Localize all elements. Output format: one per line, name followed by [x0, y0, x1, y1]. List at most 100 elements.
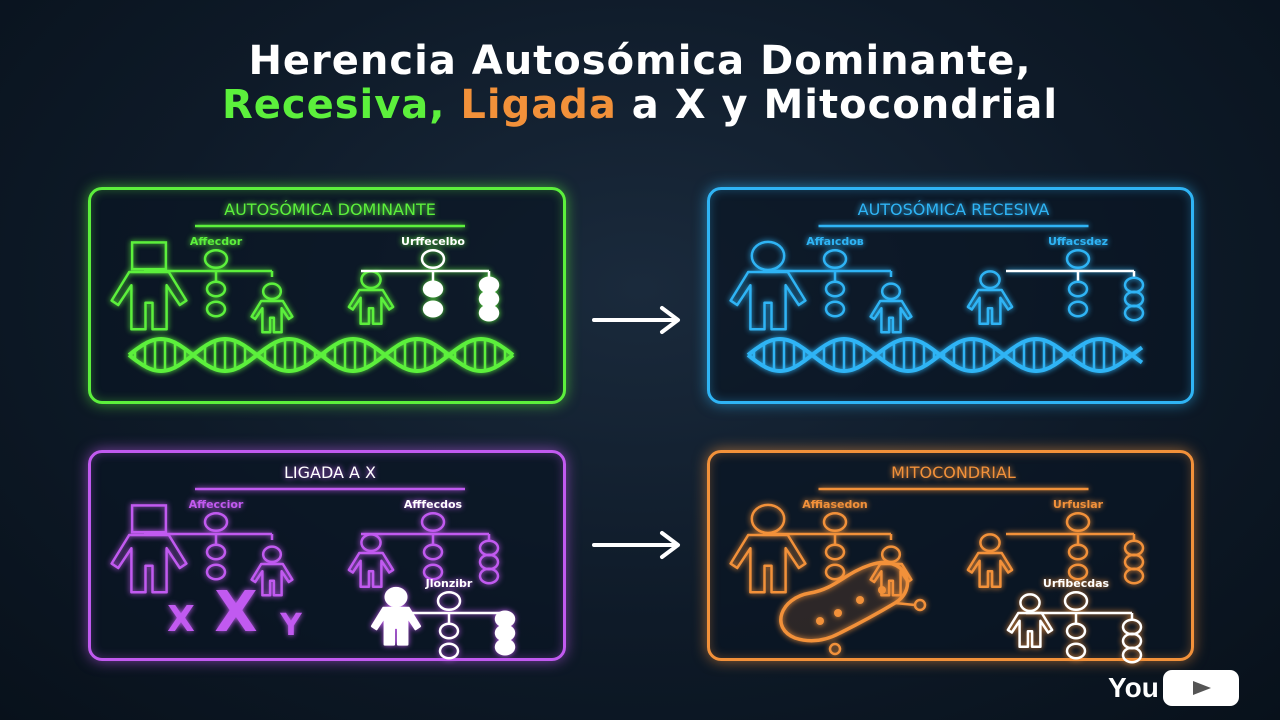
person-body-icon [729, 270, 807, 331]
person-head-icon [1019, 593, 1041, 613]
person-body-icon [966, 551, 1014, 589]
person-body-icon [869, 299, 913, 334]
male-square-symbol-icon [130, 504, 168, 534]
person-head-icon [261, 282, 283, 301]
person-head-icon [979, 270, 1001, 290]
pedigree-label: Urffecelbo [401, 235, 465, 248]
dna-strand [127, 336, 515, 374]
person-head-icon [360, 270, 382, 290]
person-body-icon [1006, 611, 1054, 649]
person-body-icon [347, 288, 395, 326]
person-body-icon [370, 606, 422, 646]
person-body-icon [347, 551, 395, 589]
panel-heading: AUTOSÓMICA DOMINANTE [224, 200, 436, 219]
pedigree-label: Affiasedon [802, 498, 867, 511]
female-circle-symbol-icon [422, 543, 444, 561]
female-circle-symbol-icon [494, 638, 516, 656]
female-circle-symbol-icon [1063, 590, 1089, 612]
female-circle-symbol-icon [822, 248, 848, 270]
chromosome-x-letter: X [214, 580, 257, 645]
female-circle-symbol-icon [478, 304, 500, 322]
female-circle-symbol-icon [494, 624, 516, 642]
person-body-icon [250, 299, 294, 334]
pedigree-label: Afffecdos [404, 498, 463, 511]
chromosome-x-letter: X [167, 599, 195, 640]
person-head-icon [261, 545, 283, 564]
mitochondrial-dna-dot [834, 609, 842, 617]
chromosome-y-letter: Y [279, 608, 303, 643]
female-circle-symbol-icon [203, 248, 229, 270]
female-circle-symbol-icon [205, 543, 227, 561]
female-circle-symbol-icon [420, 511, 446, 533]
female-circle-symbol-icon [1067, 563, 1089, 581]
female-circle-symbol-icon [1065, 642, 1087, 660]
mitochondrial-dna-dot [878, 586, 886, 594]
person-head-icon [979, 533, 1001, 553]
female-circle-symbol-icon [1123, 304, 1145, 322]
person-body-icon [966, 288, 1014, 326]
female-circle-symbol-icon [1121, 618, 1143, 636]
female-circle-symbol-icon [422, 563, 444, 581]
female-circle-symbol-icon [478, 290, 500, 308]
person-head-icon [360, 533, 382, 553]
female-circle-symbol-icon [422, 300, 444, 318]
pedigree-label: Uffacsdez [1048, 235, 1108, 248]
female-circle-symbol-icon [824, 563, 846, 581]
mitochondrion-node [913, 598, 927, 612]
female-circle-symbol-icon [438, 622, 460, 640]
female-circle-symbol-icon [824, 280, 846, 298]
person-head-icon [750, 240, 786, 272]
title-line-1: Herencia Autosómica Dominante, [248, 38, 1032, 84]
female-circle-symbol-icon [478, 567, 500, 585]
panel-heading: MITOCONDRIAL [891, 463, 1016, 482]
female-circle-symbol-icon [422, 280, 444, 298]
person-body-icon [110, 533, 188, 594]
person-head-icon [880, 282, 902, 301]
female-circle-symbol-icon [478, 553, 500, 571]
female-circle-symbol-icon [1065, 248, 1091, 270]
female-circle-symbol-icon [1067, 543, 1089, 561]
female-circle-symbol-icon [203, 511, 229, 533]
female-circle-symbol-icon [478, 276, 500, 294]
pedigree-label: Urfibecdas [1043, 577, 1110, 590]
pedigree-line [894, 601, 916, 607]
person-body-icon [869, 562, 913, 597]
youtube-play-icon [1162, 670, 1239, 706]
female-circle-symbol-icon [824, 543, 846, 561]
person-body-icon [110, 270, 188, 331]
title-rest: a X y Mitocondrial [616, 82, 1059, 128]
panel-heading: LIGADA A X [284, 463, 376, 482]
youtube-text: You [1108, 672, 1159, 703]
title-recesiva: Recesiva, [221, 82, 446, 128]
female-circle-symbol-icon [1121, 632, 1143, 650]
female-circle-symbol-icon [420, 248, 446, 270]
person-head-icon [384, 586, 408, 608]
female-circle-symbol-icon [1067, 300, 1089, 318]
pedigree-label: Affeccior [189, 498, 244, 511]
female-circle-symbol-icon [438, 642, 460, 660]
arrow-right-icon [592, 531, 680, 559]
female-circle-symbol-icon [822, 511, 848, 533]
female-circle-symbol-icon [478, 539, 500, 557]
female-circle-symbol-icon [1123, 553, 1145, 571]
female-circle-symbol-icon [1123, 539, 1145, 557]
female-circle-symbol-icon [1121, 646, 1143, 664]
female-circle-symbol-icon [436, 590, 462, 612]
title-line-2: Recesiva, Ligada a X y Mitocondrial [0, 82, 1280, 128]
female-circle-symbol-icon [205, 563, 227, 581]
female-circle-symbol-icon [205, 300, 227, 318]
arrow-right-icon [592, 306, 680, 334]
mitochondrion-node [828, 642, 842, 656]
female-circle-symbol-icon [1067, 280, 1089, 298]
female-circle-symbol-icon [824, 300, 846, 318]
female-circle-symbol-icon [1123, 290, 1145, 308]
mitochondrial-dna-dot [816, 617, 824, 625]
youtube-watermark: You [1108, 670, 1239, 706]
